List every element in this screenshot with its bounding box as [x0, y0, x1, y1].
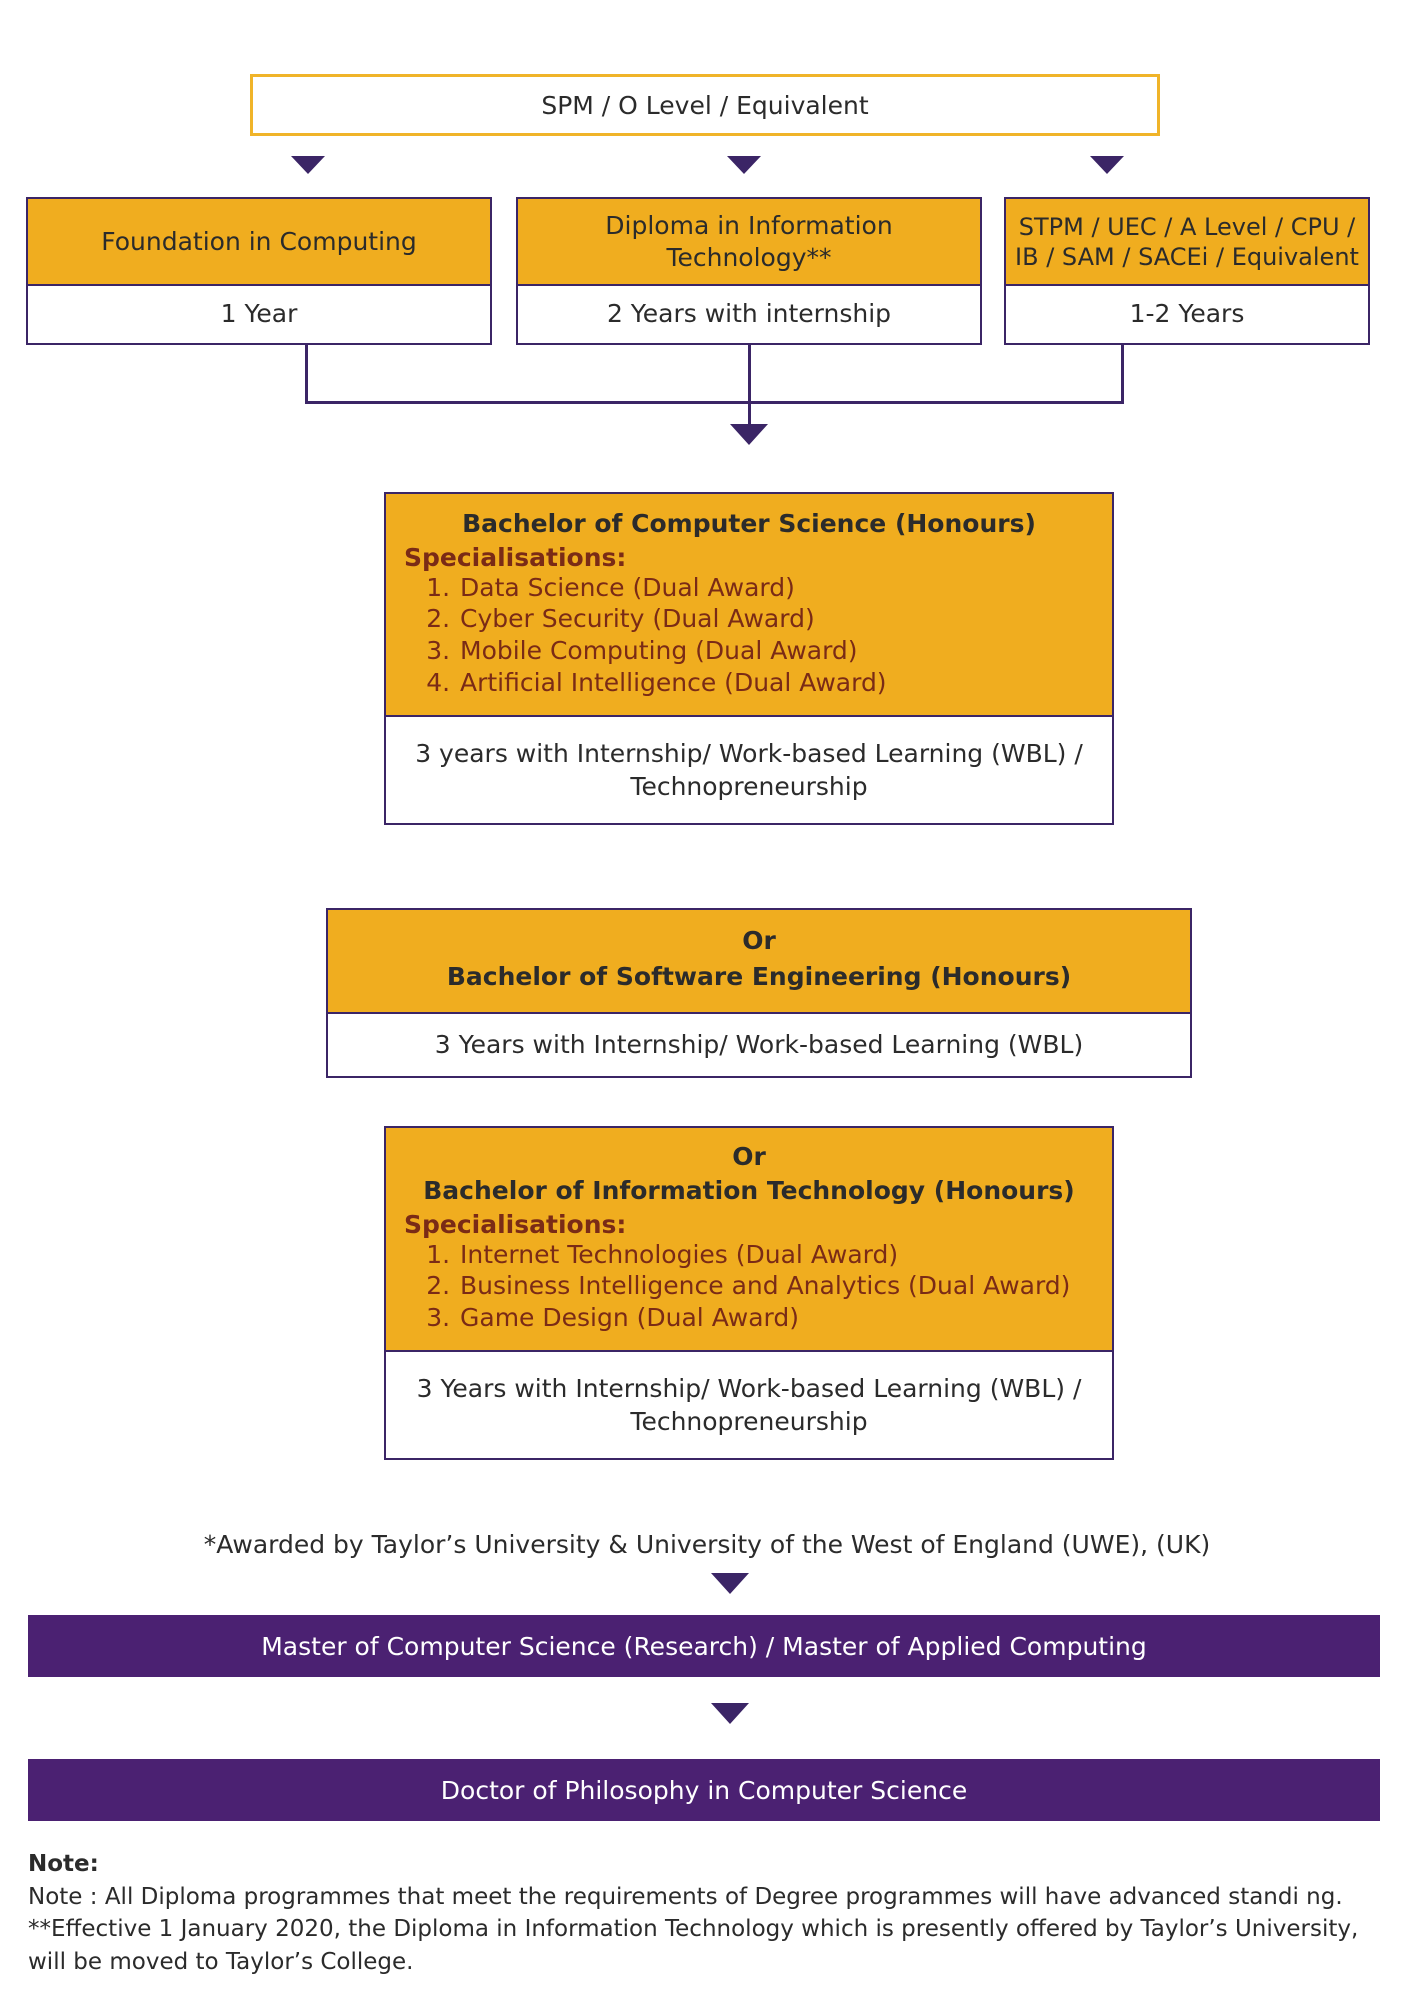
list-item: Internet Technologies (Dual Award) [458, 1239, 1094, 1271]
phd-label: Doctor of Philosophy in Computer Science [440, 1775, 968, 1805]
degree-software-engineering: Or Bachelor of Software Engineering (Hon… [326, 908, 1192, 1078]
masters-label: Master of Computer Science (Research) / … [261, 1631, 1147, 1661]
pathway-diploma-box: Diploma in Information Technology** [516, 197, 982, 284]
degree-cs-spec-label: Specialisations: [404, 542, 627, 572]
degree-information-technology: Or Bachelor of Information Technology (H… [384, 1126, 1114, 1460]
pathway-foundation-duration: 1 Year [220, 299, 298, 329]
pathway-foundation-label: Foundation in Computing [101, 226, 417, 256]
pathway-foundation-duration-box: 1 Year [26, 284, 492, 345]
list-item: Business Intelligence and Analytics (Dua… [458, 1270, 1094, 1302]
footer-note-line1: Note : All Diploma programmes that meet … [28, 1883, 1343, 1910]
pathway-diploma-duration-box: 2 Years with internship [516, 284, 982, 345]
degree-computer-science: Bachelor of Computer Science (Honours) S… [384, 492, 1114, 825]
degree-cs-spec-list: Data Science (Dual Award) Cyber Security… [404, 572, 1094, 699]
degree-se-or: Or [742, 926, 776, 955]
list-item: Artificial Intelligence (Dual Award) [458, 667, 1094, 699]
arrow-to-foundation [291, 156, 325, 174]
masters-bar: Master of Computer Science (Research) / … [28, 1615, 1380, 1677]
footer-note-line2: **Effective 1 January 2020, the Diploma … [28, 1916, 1359, 1975]
phd-bar: Doctor of Philosophy in Computer Science [28, 1759, 1380, 1821]
connector-preu-stem [1121, 345, 1124, 404]
pathway-preu-duration: 1-2 Years [1129, 299, 1245, 329]
footer-note-heading: Note: [28, 1851, 99, 1877]
degree-cs-duration: 3 years with Internship/ Work-based Lear… [384, 714, 1114, 825]
degree-it-spec-list: Internet Technologies (Dual Award) Busin… [404, 1239, 1094, 1334]
entry-box: SPM / O Level / Equivalent [250, 74, 1160, 136]
arrow-to-masters [711, 1573, 749, 1594]
list-item: Mobile Computing (Dual Award) [458, 635, 1094, 667]
degree-it-spec-label: Specialisations: [404, 1209, 627, 1239]
degree-se-duration: 3 Years with Internship/ Work-based Lear… [326, 1011, 1192, 1078]
footer-notes: Note: Note : All Diploma programmes that… [28, 1848, 1394, 1979]
pathway-diploma-label: Diploma in Information Technology** [605, 211, 893, 272]
entry-label: SPM / O Level / Equivalent [541, 90, 869, 120]
degree-cs-title: Bachelor of Computer Science (Honours) [462, 509, 1036, 538]
awarded-note: *Awarded by Taylor’s University & Univer… [203, 1530, 1211, 1559]
degree-it-title: Bachelor of Information Technology (Hono… [423, 1176, 1075, 1205]
degree-it-duration: 3 Years with Internship/ Work-based Lear… [384, 1349, 1114, 1460]
pathway-preu-label: STPM / UEC / A Level / CPU / IB / SAM / … [1015, 212, 1359, 271]
connector-merge-stem [748, 401, 751, 427]
connector-merge-bar [305, 401, 1124, 404]
degree-it-gold: Or Bachelor of Information Technology (H… [384, 1126, 1114, 1350]
pathway-preu-box: STPM / UEC / A Level / CPU / IB / SAM / … [1004, 197, 1370, 284]
list-item: Data Science (Dual Award) [458, 572, 1094, 604]
connector-foundation-stem [305, 345, 308, 404]
arrow-to-degrees [730, 424, 768, 445]
arrow-to-diploma [727, 156, 761, 174]
pathway-diploma-duration: 2 Years with internship [606, 299, 892, 329]
pathway-preu-duration-box: 1-2 Years [1004, 284, 1370, 345]
list-item: Cyber Security (Dual Award) [458, 603, 1094, 635]
degree-it-or: Or [732, 1142, 766, 1171]
degree-cs-gold: Bachelor of Computer Science (Honours) S… [384, 492, 1114, 715]
list-item: Game Design (Dual Award) [458, 1302, 1094, 1334]
arrow-to-preu [1090, 156, 1124, 174]
connector-diploma-stem [748, 345, 751, 404]
pathway-foundation-box: Foundation in Computing [26, 197, 492, 284]
degree-se-gold: Or Bachelor of Software Engineering (Hon… [326, 908, 1192, 1012]
degree-se-title: Bachelor of Software Engineering (Honour… [446, 962, 1072, 991]
arrow-to-phd [711, 1703, 749, 1724]
